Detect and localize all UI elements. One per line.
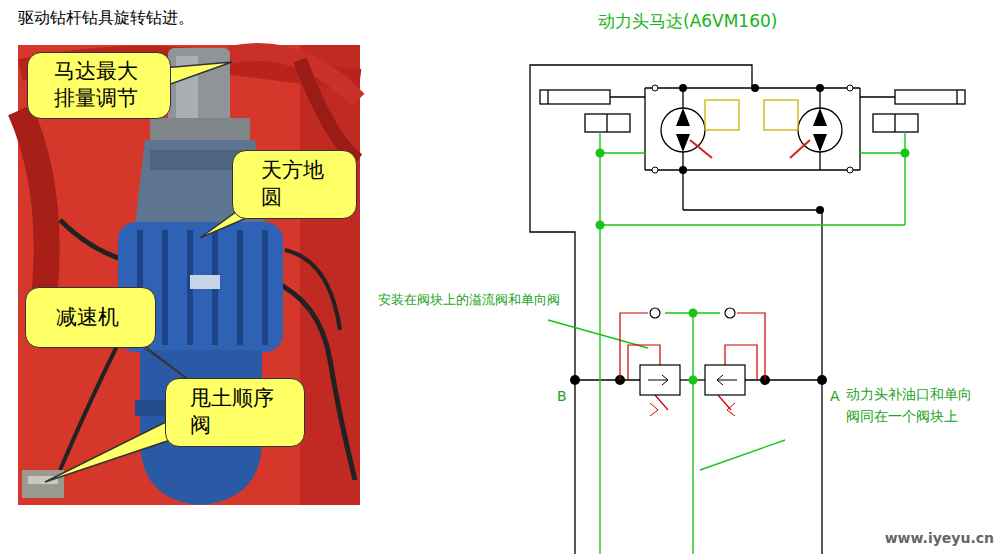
port-label: A: [830, 386, 840, 408]
callout-bubble: 减速机: [25, 287, 156, 348]
sequence-valve: [22, 470, 64, 498]
relief-valves: [620, 313, 765, 410]
annotation: 动力头补油口和单向阀同在一个阀块上: [846, 384, 975, 427]
watermark: www.iyeyu.cn: [885, 528, 994, 550]
intro-text: 驱动钻杆钻具旋转钻进。: [18, 6, 194, 31]
callout-text: 减速机: [56, 304, 125, 331]
callout-text: 甩土顺序阀: [190, 385, 280, 440]
annotation: 安装在阀块上的溢流阀和单向阀: [378, 290, 560, 310]
port-label: B: [557, 386, 567, 408]
callout-bubble: 天方地圆: [232, 150, 357, 219]
callout-bubble: 马达最大排量调节: [27, 52, 171, 119]
callout-text: 天方地圆: [261, 157, 328, 212]
photo-ground: [18, 45, 360, 505]
callout-text: 马达最大排量调节: [54, 58, 144, 113]
hydraulic-circuit: [530, 65, 965, 554]
schematic-title: 动力头马达(A6VM160): [598, 8, 777, 34]
callout-bubble: 甩土顺序阀: [165, 378, 305, 447]
